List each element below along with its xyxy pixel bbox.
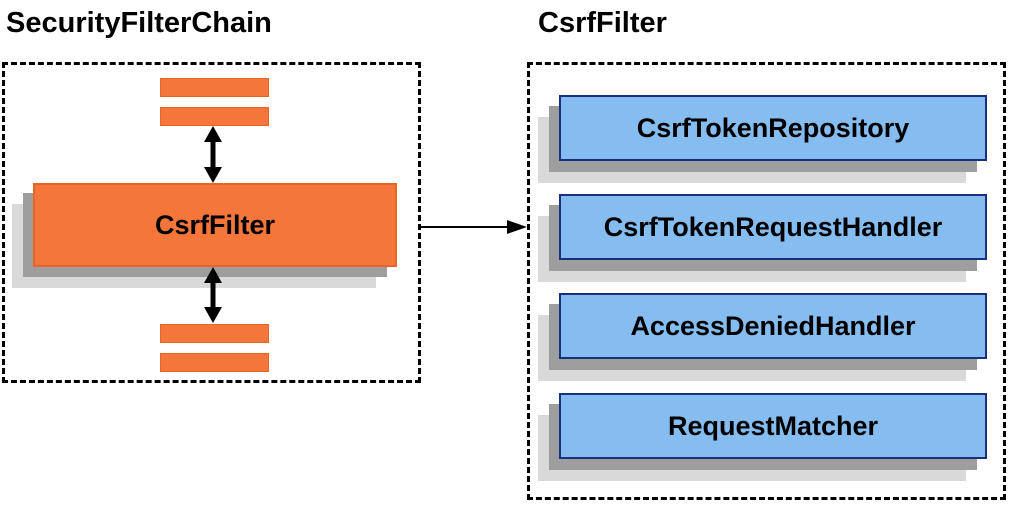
- flow-arrow-icon: [421, 220, 527, 234]
- csrf-filter-box-label: CsrfFilter: [154, 209, 276, 240]
- component-box-access-denied-handler: AccessDeniedHandler: [559, 293, 987, 359]
- filter-placeholder-bar: [160, 107, 269, 126]
- filter-placeholder-bar: [160, 78, 269, 97]
- security-filter-chain-title: SecurityFilterChain: [6, 7, 272, 39]
- double-arrow-icon: [204, 126, 222, 183]
- security-filter-chain-container: CsrfFilter: [2, 62, 421, 383]
- component-label: RequestMatcher: [667, 410, 879, 441]
- component-box-request-matcher: RequestMatcher: [559, 393, 987, 459]
- component-box-csrf-token-request-handler: CsrfTokenRequestHandler: [559, 194, 987, 260]
- double-arrow-icon: [204, 267, 222, 323]
- component-label: AccessDeniedHandler: [630, 310, 916, 341]
- component-label: CsrfTokenRequestHandler: [603, 211, 943, 242]
- csrf-filter-components-container: CsrfTokenRepository CsrfTokenRequestHand…: [527, 62, 1006, 500]
- csrf-filter-title: CsrfFilter: [538, 7, 667, 39]
- component-label: CsrfTokenRepository: [636, 112, 910, 143]
- component-box-csrf-token-repository: CsrfTokenRepository: [559, 95, 987, 161]
- filter-placeholder-bar: [160, 324, 269, 343]
- csrf-filter-box: CsrfFilter: [33, 183, 397, 267]
- filter-placeholder-bar: [160, 353, 269, 372]
